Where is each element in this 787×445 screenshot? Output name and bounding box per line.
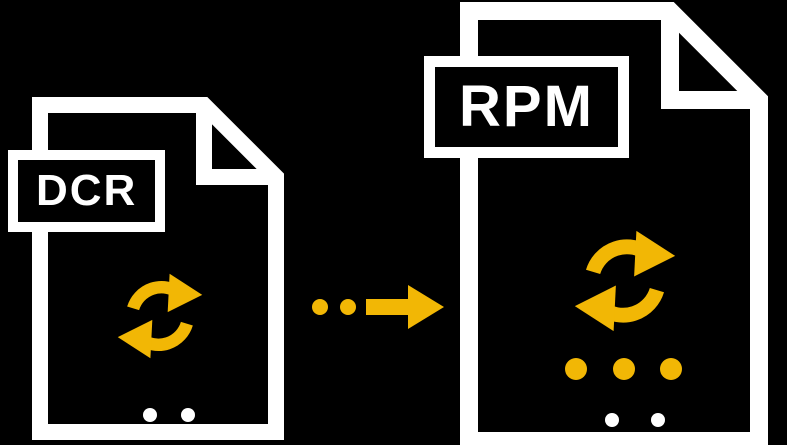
- source-format-label: DCR: [36, 166, 138, 215]
- arrow-shaft: [366, 299, 408, 315]
- target-format-label: RPM: [459, 74, 594, 139]
- arrow-dot: [340, 299, 356, 315]
- folded-corner-icon: [661, 11, 759, 109]
- page-dot: [181, 408, 195, 422]
- ellipsis-dot: [613, 358, 635, 380]
- arrow-head-icon: [408, 285, 444, 329]
- target-format-badge: RPM: [424, 56, 629, 158]
- folded-corner-icon: [196, 105, 276, 185]
- page-dot: [143, 408, 157, 422]
- ellipsis-dot: [565, 358, 587, 380]
- page-dot: [605, 413, 619, 427]
- conversion-arrow-icon: [312, 285, 444, 329]
- arrow-dot: [312, 299, 328, 315]
- sync-arrows-icon: [568, 224, 682, 338]
- source-format-badge: DCR: [8, 150, 166, 232]
- page-dot: [651, 413, 665, 427]
- ellipsis-dots-icon: [565, 358, 682, 380]
- ellipsis-dot: [660, 358, 682, 380]
